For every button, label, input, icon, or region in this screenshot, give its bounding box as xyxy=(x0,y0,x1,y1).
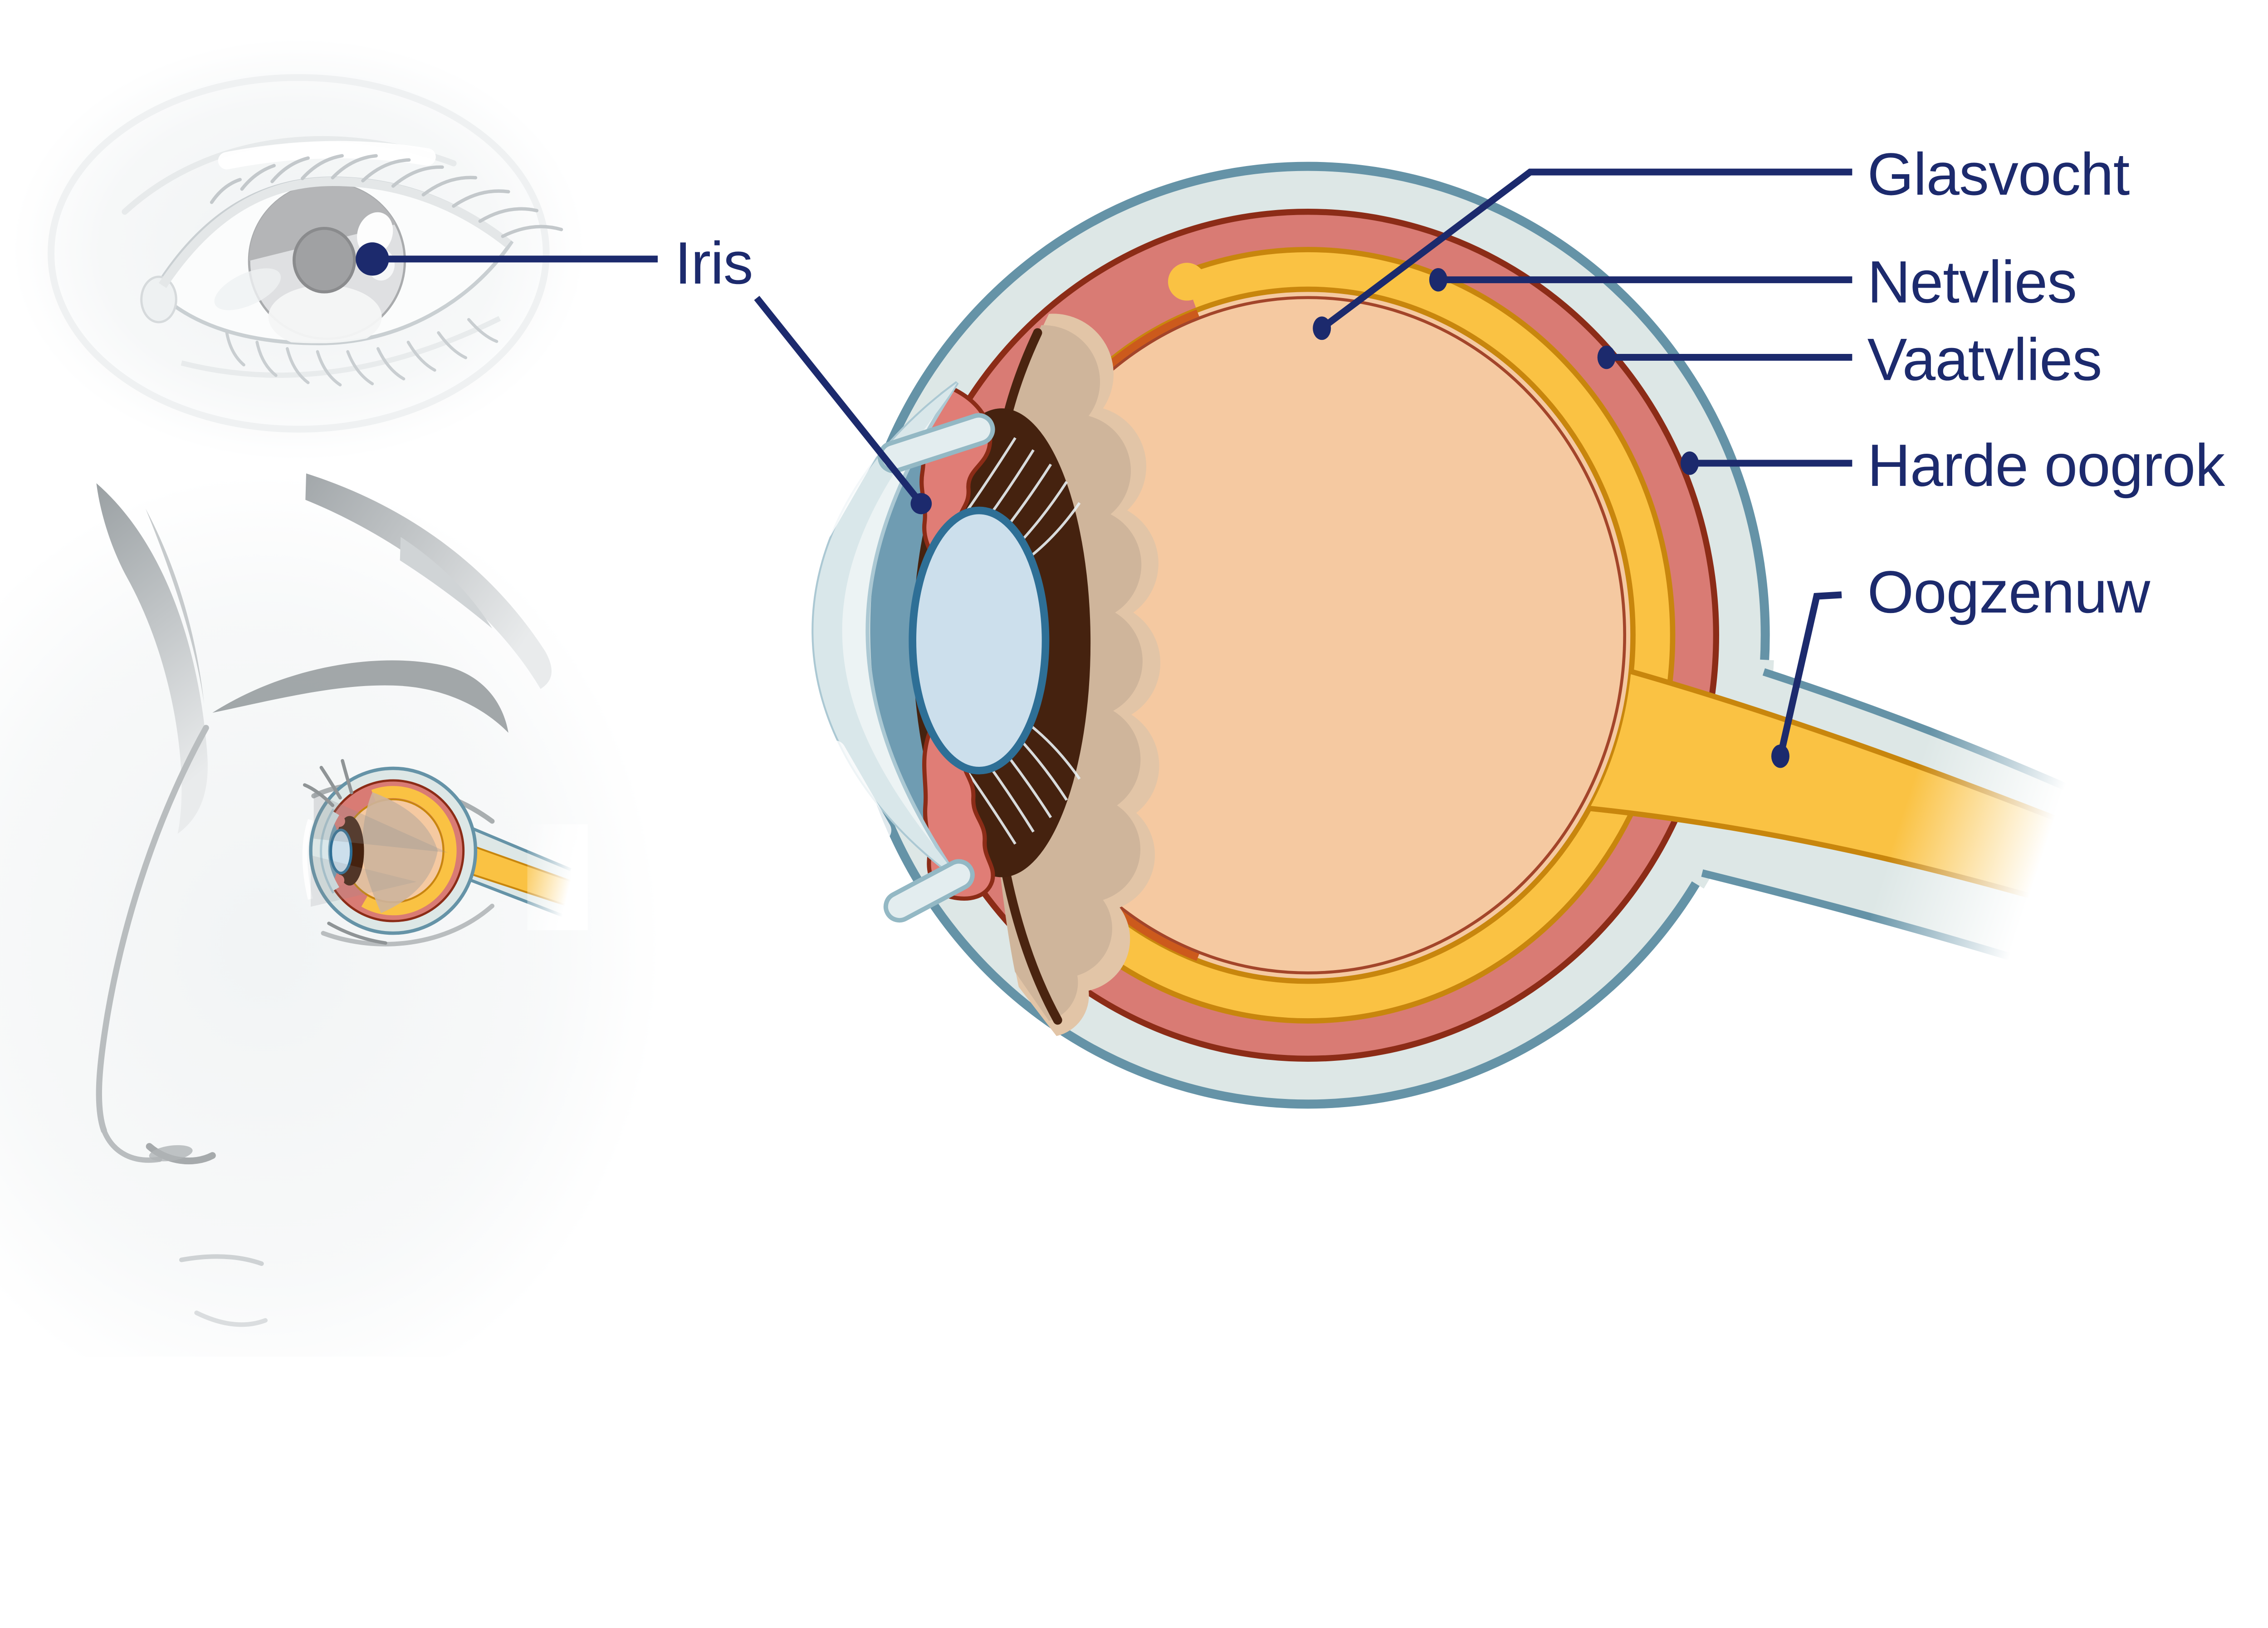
mini-lens xyxy=(329,829,353,875)
leader-line-iris-diagonal xyxy=(754,295,924,506)
eye-anatomy-diagram: Iris Glasvocht Netvlies Vaatvlies Harde … xyxy=(0,38,2226,1357)
mini-vitreous-shadow xyxy=(362,792,438,913)
iris-group xyxy=(214,181,406,343)
lower-eyelashes xyxy=(225,318,499,387)
callout-dot-glasvocht xyxy=(1313,316,1331,340)
pupil xyxy=(293,227,356,294)
mini-cornea-highlight xyxy=(302,819,313,900)
eyelid-highlight xyxy=(218,141,436,170)
hair-strand-small xyxy=(400,537,492,628)
lower-lip-line xyxy=(194,1310,268,1327)
upper-eyelashes xyxy=(210,154,563,238)
lens xyxy=(909,506,1050,775)
mini-cornea xyxy=(320,810,339,892)
nose-bridge-line xyxy=(96,725,209,1134)
face-profile-illustration xyxy=(0,472,662,1357)
limbus-capsule-upper xyxy=(877,413,995,473)
eye-socket-ring xyxy=(48,74,550,433)
nostril-shadow xyxy=(149,1145,193,1162)
label-vaatvlies: Vaatvlies xyxy=(1867,326,2102,393)
zonule-fibers xyxy=(947,437,1081,845)
cornea-outer-band xyxy=(813,382,957,878)
optic-nerve-fade xyxy=(1871,605,2193,1078)
mini-retina xyxy=(361,786,457,916)
label-iris: Iris xyxy=(675,230,753,296)
callout-dot-netvlies xyxy=(1429,268,1447,292)
mini-cornea-edge xyxy=(320,809,335,894)
iris-upper-shade xyxy=(249,182,396,261)
face-halo xyxy=(0,472,662,1357)
limbus-capsule-lower xyxy=(883,859,975,923)
tear-duct xyxy=(140,275,177,324)
upper-lip-line xyxy=(179,1254,264,1266)
callout-dot-iris-pupil xyxy=(356,242,389,276)
lower-lid-shadow xyxy=(181,316,501,378)
external-eye-illustration xyxy=(11,38,586,461)
label-oogzenuw: Oogzenuw xyxy=(1867,559,2151,625)
retina-upper-tip xyxy=(1168,263,1206,301)
label-netvlies: Netvlies xyxy=(1867,249,2077,315)
eyeball-cross-section xyxy=(808,162,2193,1109)
mini-nerve-fade xyxy=(527,824,588,930)
mini-eyelash-strokes xyxy=(303,759,387,945)
mini-eyeball-cross-section xyxy=(302,759,588,945)
hair-strand-left xyxy=(96,483,208,834)
leader-line-glasvocht xyxy=(1320,168,1853,331)
callout-dot-vaatvlies xyxy=(1597,345,1616,369)
callout-dots xyxy=(356,242,1789,768)
label-glasvocht: Glasvocht xyxy=(1867,141,2130,207)
labels: Iris Glasvocht Netvlies Vaatvlies Harde … xyxy=(675,141,2226,625)
nose-tip-line xyxy=(101,1128,162,1163)
callout-dot-oogzenuw xyxy=(1771,744,1789,768)
mini-eyelid-shadow-2 xyxy=(311,855,417,907)
callout-dot-harde-oogrok xyxy=(1681,451,1699,475)
diagram-canvas: Iris Glasvocht Netvlies Vaatvlies Harde … xyxy=(0,38,2226,1357)
iris-lower-highlight xyxy=(268,285,382,343)
iris-left-highlight xyxy=(214,268,281,310)
leader-line-oogzenuw xyxy=(1777,591,1842,757)
eyebrow-profile xyxy=(212,660,508,733)
hair-strand-right xyxy=(305,473,552,689)
label-harde-oogrok: Harde oogrok xyxy=(1867,432,2226,499)
optic-nerve xyxy=(1589,605,2193,1078)
lower-eyelid-line xyxy=(321,903,494,946)
upper-lid-band xyxy=(159,177,512,288)
callout-lines xyxy=(372,168,1853,757)
callout-dot-iris-section xyxy=(910,493,932,515)
cornea-highlight-lower xyxy=(823,740,891,842)
